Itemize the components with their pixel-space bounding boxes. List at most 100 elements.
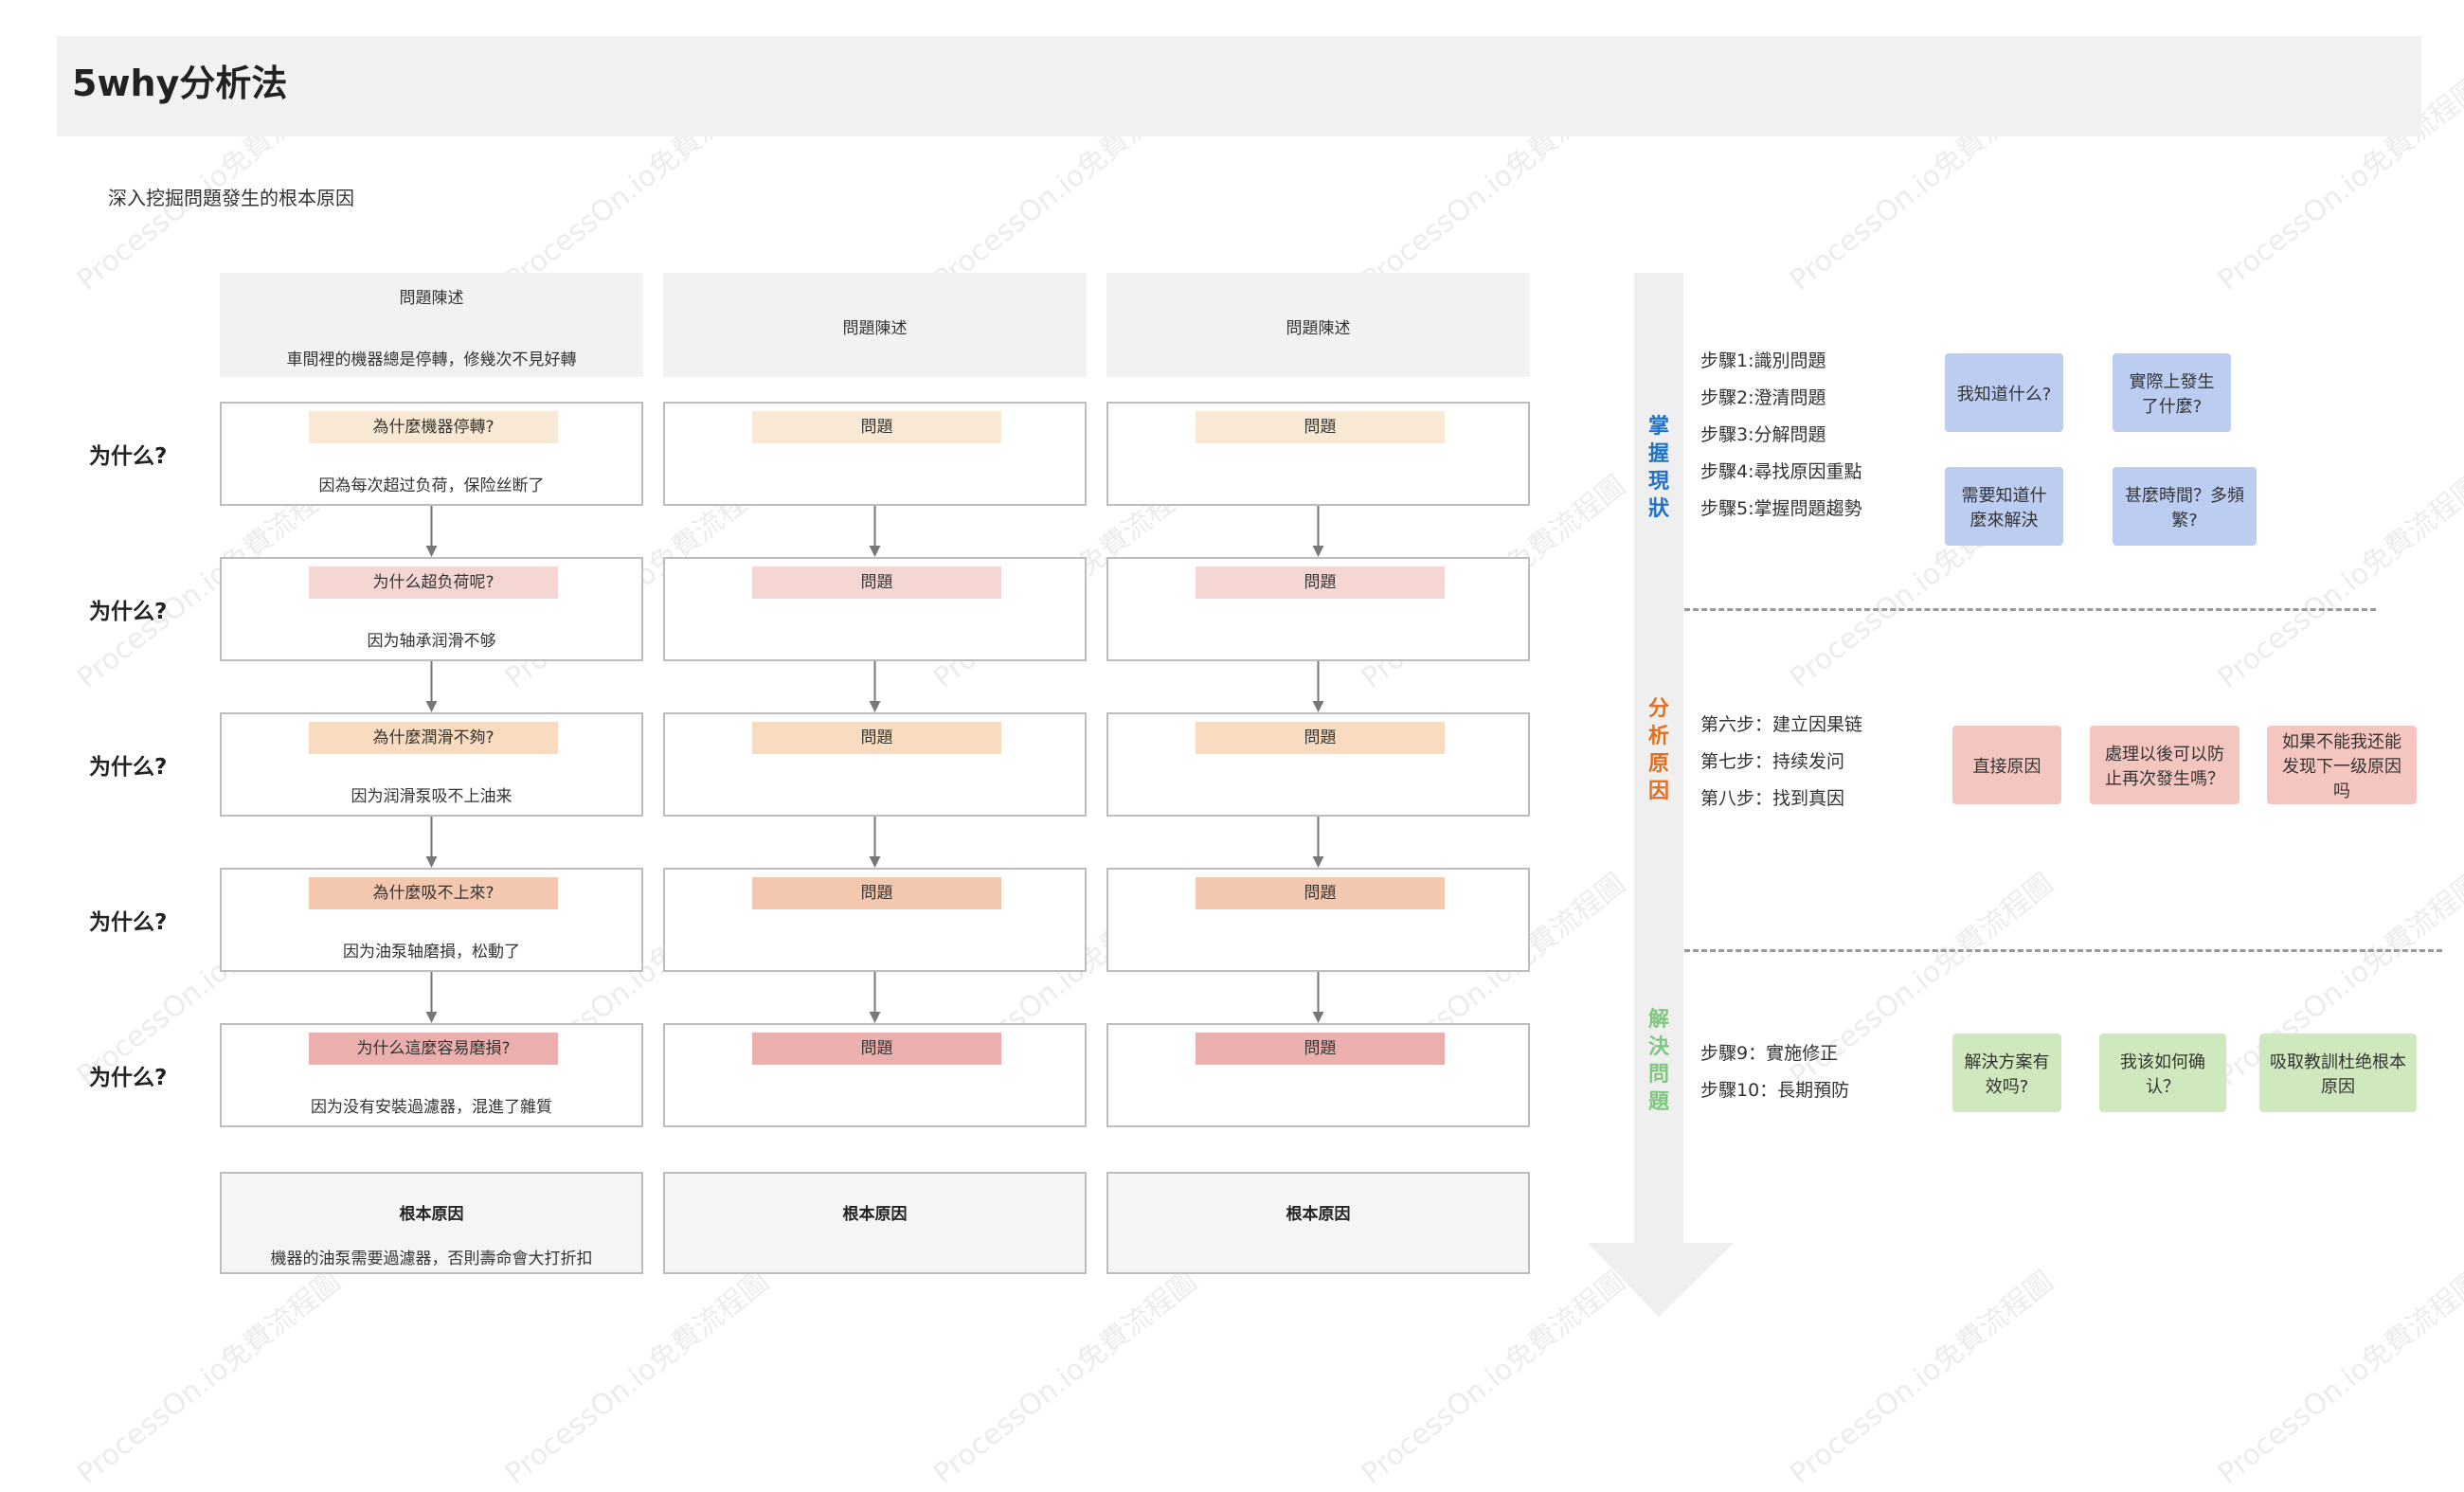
why-question: 為什麼潤滑不夠? — [309, 722, 558, 754]
why-question: 为什么這麼容易磨損? — [309, 1033, 558, 1065]
why-question: 問題 — [1196, 411, 1445, 443]
why-box: 为什么超负荷呢? 因为轴承润滑不够 — [220, 557, 643, 661]
row-label-why-3: 为什么? — [89, 755, 168, 780]
why-box: 為什麼潤滑不夠? 因为润滑泵吸不上油来 — [220, 712, 643, 817]
why-box: 問題 — [663, 557, 1087, 661]
why-answer: 因为没有安裝過濾器，混進了雜質 — [311, 1098, 552, 1117]
why-question: 問題 — [752, 1033, 1001, 1065]
why-question: 為什麼機器停轉? — [309, 411, 558, 443]
connector-arrowhead — [425, 856, 438, 868]
why-box: 問題 — [1106, 402, 1530, 506]
why-box: 問題 — [1106, 868, 1530, 972]
root-cause-box: 根本原因機器的油泵需要過濾器，否則壽命會大打折扣 — [220, 1172, 643, 1274]
why-question: 問題 — [752, 566, 1001, 599]
row-label-why-4: 为什么? — [89, 910, 168, 935]
why-answer: 因为油泵轴磨損，松動了 — [343, 943, 520, 962]
why-box: 問題 — [1106, 1023, 1530, 1127]
problem-statement-text: 車間裡的機器總是停轉，修幾次不見好轉 — [286, 351, 577, 369]
card-solve-1: 解決方案有效吗? — [1952, 1034, 2061, 1112]
why-box: 問題 — [663, 402, 1087, 506]
why-question: 問題 — [752, 877, 1001, 909]
root-cause-text: 機器的油泵需要過濾器，否則壽命會大打折扣 — [270, 1249, 593, 1268]
why-question: 問題 — [1196, 566, 1445, 599]
connector-arrowhead — [869, 1012, 881, 1023]
section-label-solve: 解決問題 — [1647, 1008, 1669, 1114]
problem-statement-box: 問題陳述 — [663, 273, 1087, 377]
why-box: 为什么這麼容易磨損? 因为没有安裝過濾器，混進了雜質 — [220, 1023, 643, 1127]
steps-grasp: 步驟1:識別問題 步驟2:澄清問題 步驟3:分解問題 步驟4:尋找原因重點 步驟… — [1700, 343, 1862, 528]
card-solve-3: 吸取教訓杜绝根本原因 — [2259, 1034, 2417, 1112]
connector-arrowhead — [1312, 856, 1324, 868]
problem-statement-title: 問題陳述 — [1286, 319, 1351, 338]
step-item: 步驟1:識別問題 — [1700, 351, 1826, 371]
why-box: 問題 — [663, 712, 1087, 817]
connector-arrowhead — [1312, 1012, 1324, 1023]
why-box: 為什麼機器停轉? 因為每次超过负荷，保险丝断了 — [220, 402, 643, 506]
root-cause-title: 根本原因 — [842, 1205, 908, 1224]
why-box: 為什麼吸不上來? 因为油泵轴磨損，松動了 — [220, 868, 643, 972]
step-item: 步驟4:尋找原因重點 — [1700, 461, 1862, 482]
section-label-grasp: 掌握現狀 — [1647, 415, 1669, 521]
problem-statement-box: 問題陳述 — [1106, 273, 1530, 377]
page-subtitle: 深入挖掘問題發生的根本原因 — [108, 187, 354, 209]
step-item: 步驟3:分解問題 — [1700, 424, 1826, 445]
connector-layer — [425, 506, 1324, 1023]
root-cause-box: 根本原因 — [663, 1172, 1087, 1274]
why-box: 問題 — [663, 1023, 1087, 1127]
root-cause-title: 根本原因 — [1286, 1205, 1351, 1224]
problem-statement-box: 問題陳述車間裡的機器總是停轉，修幾次不見好轉 — [220, 273, 643, 377]
why-box: 問題 — [1106, 712, 1530, 817]
step-item: 第八步：找到真因 — [1700, 788, 1845, 809]
why-question: 問題 — [1196, 1033, 1445, 1065]
problem-statement-title: 問題陳述 — [842, 319, 908, 338]
process-band — [1634, 273, 1683, 1243]
connector-arrowhead — [1312, 701, 1324, 712]
root-cause-title: 根本原因 — [399, 1205, 464, 1224]
why-answer: 因为润滑泵吸不上油来 — [351, 787, 513, 806]
card-analyze-2: 處理以後可以防止再次發生嗎？ — [2090, 726, 2239, 804]
connector-arrowhead — [869, 546, 881, 557]
why-box: 問題 — [1106, 557, 1530, 661]
divider-1 — [1684, 608, 2376, 611]
step-item: 步驟2:澄清問題 — [1700, 387, 1826, 408]
row-label-why-5: 为什么? — [89, 1066, 168, 1090]
row-label-why-1: 为什么? — [89, 444, 168, 469]
why-box: 問題 — [663, 868, 1087, 972]
why-answer: 因为轴承润滑不够 — [367, 632, 496, 651]
step-item: 第七步：持续发问 — [1700, 751, 1845, 772]
why-answer: 因為每次超过负荷，保险丝断了 — [318, 476, 545, 495]
page-title: 5why分析法 — [72, 63, 288, 104]
card-analyze-3: 如果不能我还能发现下一级原因吗 — [2267, 726, 2417, 804]
why-question: 問題 — [752, 411, 1001, 443]
connector-arrowhead — [869, 856, 881, 868]
card-analyze-1: 直接原因 — [1952, 726, 2061, 804]
connector-arrowhead — [869, 701, 881, 712]
why-question: 問題 — [1196, 877, 1445, 909]
card-grasp-4: 甚麼時間？多頻繁? — [2113, 467, 2257, 546]
card-grasp-3: 需要知道什麼來解決 — [1945, 467, 2063, 546]
step-item: 步驟9：實施修正 — [1700, 1043, 1839, 1064]
connector-arrowhead — [1312, 546, 1324, 557]
step-item: 步驟5:掌握問題趨勢 — [1700, 498, 1862, 519]
card-grasp-1: 我知道什么? — [1945, 353, 2063, 432]
why-question: 為什麼吸不上來? — [309, 877, 558, 909]
step-item: 第六步：建立因果链 — [1700, 714, 1863, 735]
why-question: 問題 — [752, 722, 1001, 754]
section-label-analyze: 分析原因 — [1647, 697, 1669, 803]
connector-arrowhead — [425, 701, 438, 712]
title-bar — [57, 36, 2421, 136]
why-question: 問題 — [1196, 722, 1445, 754]
card-solve-2: 我该如何确认？ — [2099, 1034, 2226, 1112]
card-grasp-2: 實際上發生了什麼? — [2113, 353, 2231, 432]
root-cause-box: 根本原因 — [1106, 1172, 1530, 1274]
problem-statement-title: 問題陳述 — [399, 289, 464, 308]
process-arrow — [1588, 1243, 1734, 1317]
connector-arrowhead — [425, 546, 438, 557]
divider-2 — [1684, 949, 2442, 952]
connector-arrowhead — [425, 1012, 438, 1023]
step-item: 步驟10：長期預防 — [1700, 1080, 1850, 1101]
row-label-why-2: 为什么? — [89, 600, 168, 624]
why-question: 为什么超负荷呢? — [309, 566, 558, 599]
steps-solve: 步驟9：實施修正 步驟10：長期預防 — [1700, 1035, 1849, 1109]
steps-analyze: 第六步：建立因果链 第七步：持续发问 第八步：找到真因 — [1700, 707, 1862, 818]
